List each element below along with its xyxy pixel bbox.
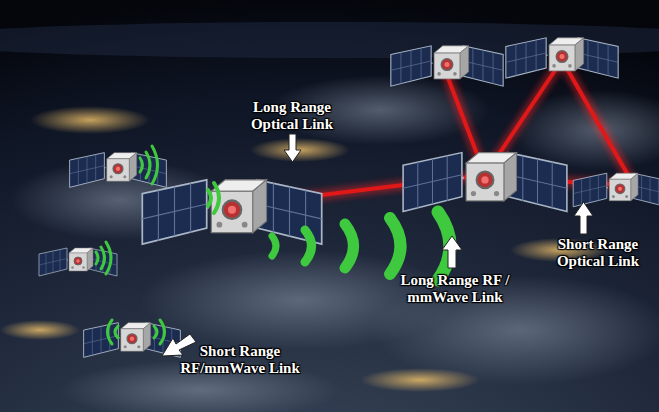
link-label: Short Range Optical Link bbox=[548, 236, 648, 270]
link-label: Long Range Optical Link bbox=[242, 99, 342, 133]
link-label: Long Range RF / mmWave Link bbox=[394, 272, 516, 306]
link-label: Short Range RF/mmWave Link bbox=[173, 343, 307, 377]
